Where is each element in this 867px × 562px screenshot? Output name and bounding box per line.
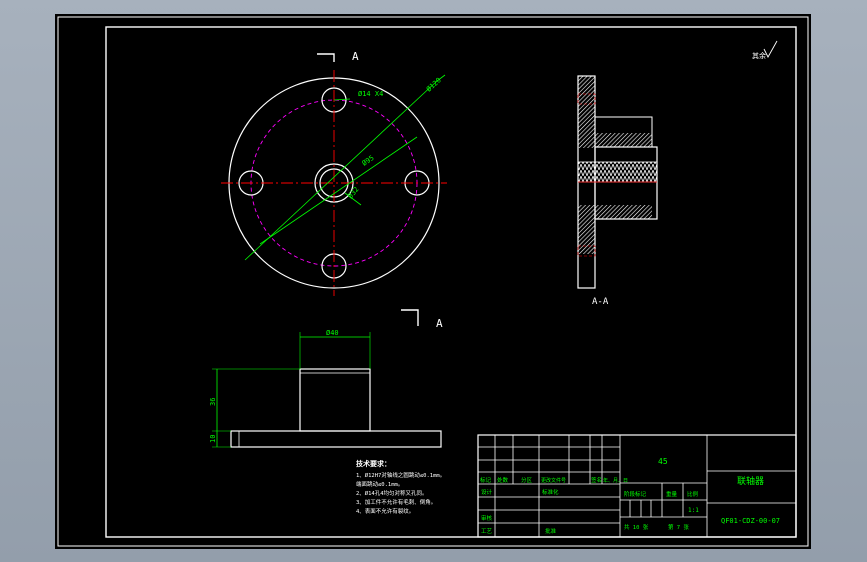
outer-border	[57, 16, 809, 547]
tb-part-name: 联轴器	[737, 475, 764, 487]
tech-line: 3、加工件不允许有毛刺、倒角。	[356, 498, 436, 506]
tb-scale: 1:1	[688, 507, 699, 514]
inner-border	[105, 26, 797, 538]
tb-approve: 批准	[545, 527, 557, 535]
tb-sheet-current: 第 7 张	[668, 523, 689, 531]
title-block-text: 标记 处数 分区 更改文件号 签名 年、月、日 设计 标准化 审核 工艺 批准 …	[480, 457, 780, 535]
tech-title: 技术要求：	[356, 459, 391, 468]
roughness-label: 其余	[752, 51, 766, 60]
hatch-lower	[578, 205, 595, 254]
tb-process: 工艺	[481, 528, 493, 535]
tb-header: 年、月、日	[603, 477, 628, 484]
tb-mark-header: 重量	[666, 490, 678, 498]
hub-body	[594, 146, 658, 220]
tech-requirements: 技术要求： 1、Ø12H7对轴线之圆跳动≤0.1mm。 端面跳动≤0.1mm。 …	[356, 459, 445, 515]
section-mark-bottom	[401, 309, 419, 326]
top-view: A A Ø14 X4 Ø120 Ø95 Ø32	[221, 50, 447, 330]
tb-header: 分区	[521, 476, 533, 484]
tb-sheets-total: 共 10 张	[624, 523, 649, 531]
section-mark-top	[317, 53, 335, 62]
outer-diameter-leader	[244, 80, 438, 261]
drawing-canvas: A A Ø14 X4 Ø120 Ø95 Ø32 A-A 其余	[57, 16, 809, 547]
flange-thickness-dimension: 10	[209, 435, 217, 443]
tb-header: 处数	[497, 476, 509, 484]
tb-drawing-number: QF01-CDZ-00-07	[721, 517, 780, 525]
bore-leader	[344, 192, 362, 206]
tb-design: 设计	[481, 488, 493, 496]
hub-diameter-dimension: Ø40	[326, 329, 339, 337]
tech-line: 端面跳动≤0.1mm。	[356, 480, 403, 488]
tech-line: 1、Ø12H7对轴线之圆跳动≤0.1mm。	[356, 471, 445, 479]
roughness-note: 其余	[752, 40, 778, 60]
hole-leader	[333, 98, 351, 101]
bore-dimension: Ø32	[346, 185, 360, 200]
hole-pattern-dimension: Ø14 X4	[358, 90, 383, 98]
front-hub	[299, 368, 371, 432]
hatch-upper	[578, 76, 595, 148]
section-view: A-A	[577, 75, 658, 307]
pitch-diameter-dimension: Ø95	[361, 154, 376, 168]
tb-mark-header: 比例	[687, 490, 699, 498]
threaded-bore	[577, 161, 658, 183]
pitch-diameter-leader	[259, 136, 418, 245]
section-label-bottom: A	[436, 317, 443, 330]
drawing-sheet: A A Ø14 X4 Ø120 Ø95 Ø32 A-A 其余	[55, 14, 811, 549]
front-view: Ø40 36 10	[209, 329, 442, 448]
total-height-dimension: 36	[209, 398, 217, 406]
tb-header: 标记	[480, 476, 492, 484]
tb-material: 45	[658, 457, 668, 466]
tb-header: 签名	[591, 476, 602, 484]
tb-review: 审核	[481, 514, 493, 522]
section-label-top: A	[352, 50, 359, 63]
front-flange	[230, 430, 442, 448]
title-block	[477, 434, 797, 538]
roughness-symbol-icon	[763, 40, 778, 58]
tech-line: 2、Ø14孔4均匀对称又孔同。	[356, 489, 428, 497]
tb-mark-header: 阶段标记	[624, 490, 647, 498]
tb-header: 更改文件号	[541, 477, 566, 484]
tech-line: 4、表面不允许有裂纹。	[356, 507, 414, 515]
tb-standardize: 标准化	[542, 488, 559, 496]
section-view-label: A-A	[592, 297, 609, 307]
